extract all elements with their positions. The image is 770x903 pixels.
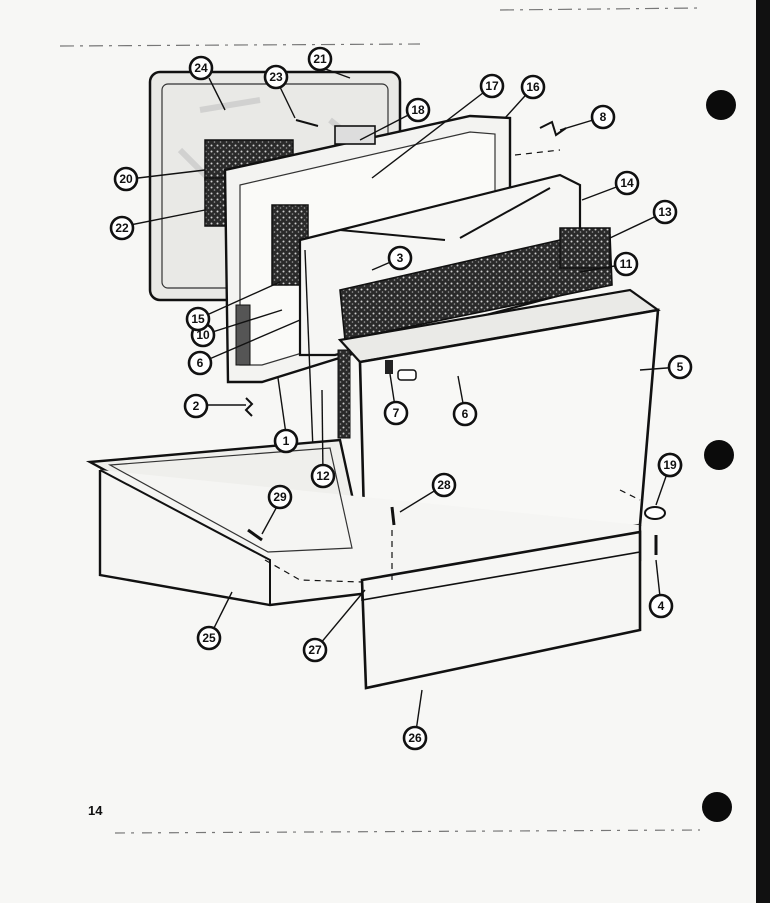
svg-text:18: 18	[411, 103, 425, 117]
svg-text:3: 3	[397, 251, 404, 265]
callout-14: 14	[614, 170, 640, 196]
latch-7	[385, 360, 393, 374]
front-door-panel	[337, 288, 661, 557]
callout-13: 13	[652, 199, 678, 225]
page-edge-scan-bar	[756, 0, 770, 903]
svg-text:6: 6	[462, 407, 469, 421]
scan-line-top	[59, 7, 701, 47]
binder-hole-middle	[704, 440, 734, 470]
callout-7: 7	[383, 400, 409, 426]
page-number: 14	[88, 803, 103, 818]
svg-text:11: 11	[620, 257, 633, 271]
spring-8	[539, 120, 567, 137]
svg-text:16: 16	[526, 80, 540, 94]
svg-text:29: 29	[273, 490, 287, 504]
svg-text:17: 17	[485, 79, 499, 93]
spring-2	[244, 397, 254, 417]
scan-line-bottom	[114, 829, 701, 834]
callout-29: 29	[267, 484, 293, 510]
svg-text:2: 2	[193, 399, 200, 413]
callout-11: 11	[613, 251, 639, 277]
callout-3: 3	[387, 245, 413, 271]
callout-17: 17	[479, 73, 505, 99]
kick-plate	[360, 530, 642, 690]
svg-text:8: 8	[600, 110, 607, 124]
screw-29	[247, 528, 263, 542]
svg-text:28: 28	[437, 478, 451, 492]
svg-text:21: 21	[313, 52, 327, 66]
binder-hole-top	[706, 90, 736, 120]
svg-text:7: 7	[393, 406, 400, 420]
callout-5: 5	[667, 354, 693, 380]
svg-text:20: 20	[119, 172, 133, 186]
insulation-block-13	[559, 227, 611, 269]
callout-26: 26	[402, 725, 428, 751]
callout-12: 12	[310, 463, 336, 489]
callout-18: 18	[405, 97, 431, 123]
svg-text:5: 5	[677, 360, 684, 374]
svg-text:4: 4	[658, 599, 665, 613]
callout-20: 20	[113, 166, 139, 192]
callout-1: 1	[273, 428, 299, 454]
svg-text:23: 23	[269, 70, 283, 84]
svg-text:13: 13	[658, 205, 672, 219]
callout-23: 23	[263, 64, 289, 90]
svg-text:25: 25	[202, 631, 216, 645]
svg-text:10: 10	[196, 328, 210, 342]
washer-19	[644, 506, 666, 520]
svg-text:27: 27	[308, 643, 322, 657]
callout-2: 2	[183, 393, 209, 419]
callout-21: 21	[307, 46, 333, 72]
svg-text:1: 1	[283, 434, 290, 448]
latch-handle	[397, 369, 417, 381]
svg-text:6: 6	[197, 356, 204, 370]
svg-text:19: 19	[663, 458, 677, 472]
callout-4: 4	[648, 593, 674, 619]
callout-27: 27	[302, 637, 328, 663]
binder-hole-bottom	[702, 792, 732, 822]
insulation-strip-13	[339, 234, 613, 341]
svg-text:22: 22	[115, 221, 129, 235]
screw-28	[390, 506, 396, 526]
callout-6-door: 6	[452, 401, 478, 427]
svg-text:24: 24	[194, 61, 208, 75]
callout-28: 28	[431, 472, 457, 498]
callout-25: 25	[196, 625, 222, 651]
hinge-plate	[334, 125, 376, 145]
callout-16: 16	[520, 74, 546, 100]
svg-text:12: 12	[316, 469, 330, 483]
callout-19: 19	[657, 452, 683, 478]
svg-text:15: 15	[191, 312, 205, 326]
svg-text:14: 14	[620, 176, 634, 190]
callout-6-liner: 6	[187, 350, 213, 376]
callout-22: 22	[109, 215, 135, 241]
hidden-edges	[264, 149, 641, 583]
screw-23	[295, 119, 319, 127]
callout-24: 24	[188, 55, 214, 81]
svg-text:26: 26	[408, 731, 422, 745]
callout-15: 15	[185, 306, 211, 332]
callout-8: 8	[590, 104, 616, 130]
